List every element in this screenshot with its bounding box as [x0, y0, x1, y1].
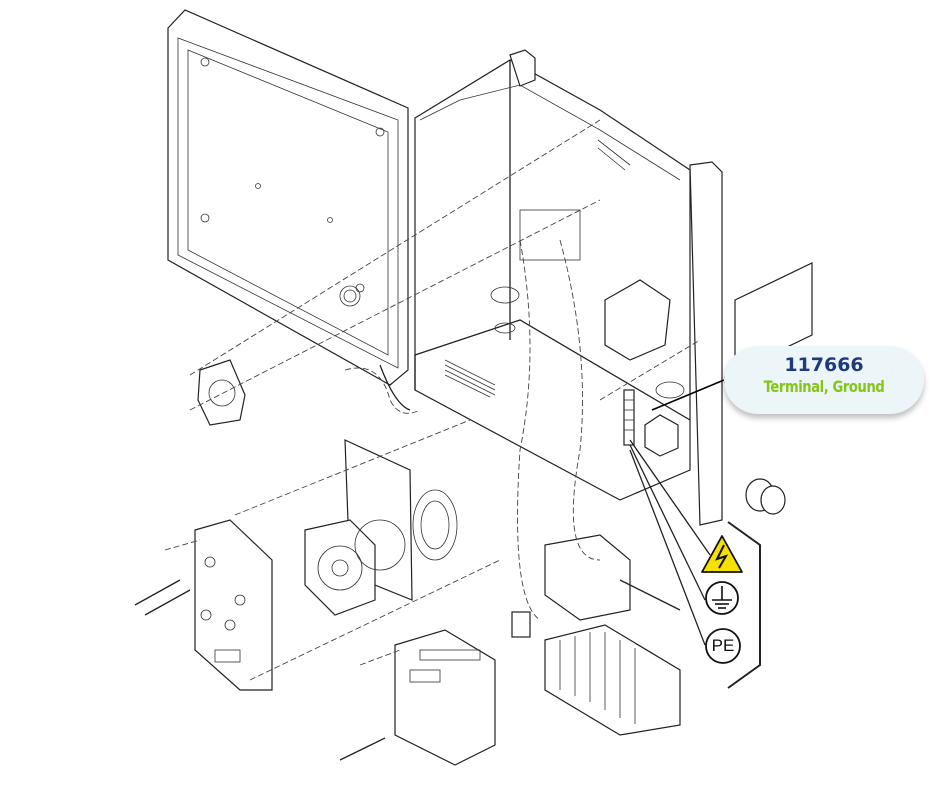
- small-fan: [197, 359, 246, 426]
- callout-leader: [651, 379, 725, 411]
- enclosure-door: [167, 9, 409, 386]
- part-callout[interactable]: 117666 Terminal, Ground: [724, 346, 924, 414]
- pe-symbol-circle: [705, 628, 741, 664]
- control-board: [134, 519, 273, 691]
- ground-terminal: [623, 389, 635, 446]
- fan-bracket: [304, 439, 458, 616]
- high-voltage-icon: [701, 535, 743, 573]
- pe-label: PE: [711, 636, 735, 655]
- ground-icon: [705, 581, 739, 615]
- cable-gland: [745, 478, 786, 515]
- part-number: 117666: [784, 354, 864, 376]
- enclosure-body: [414, 49, 723, 526]
- din-rail-components: [544, 534, 681, 736]
- motor-drive: [339, 611, 531, 766]
- label-plate: [734, 262, 813, 373]
- symbol-leaders: [629, 439, 761, 689]
- assembly-lines: [164, 119, 701, 681]
- part-description: Terminal, Ground: [763, 377, 885, 396]
